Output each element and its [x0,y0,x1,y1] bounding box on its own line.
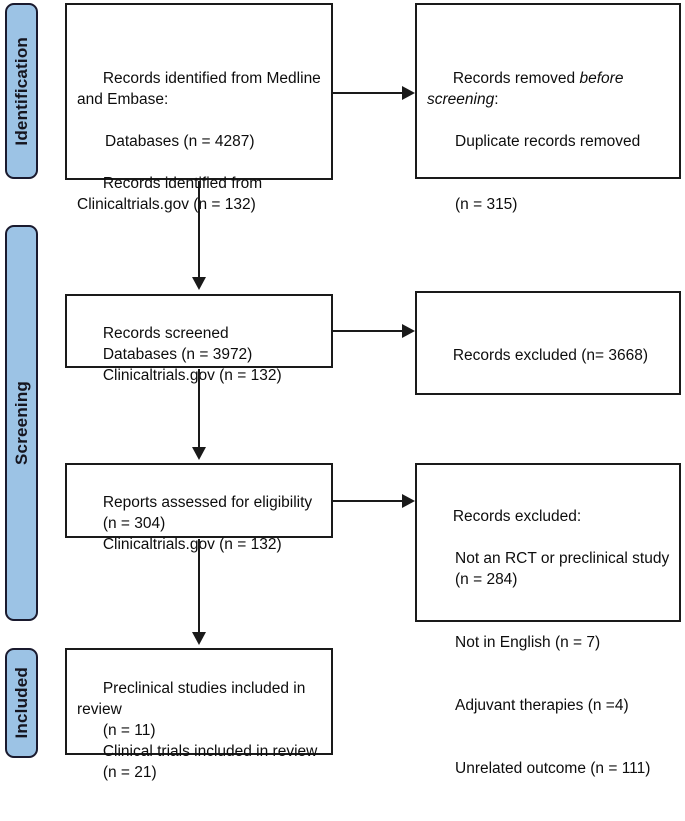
box-records-excluded-eligibility: Records excluded: Not an RCT or preclini… [415,463,681,777]
included-studies-line2: (n = 11) [102,722,156,739]
box-reports-assessed: Reports assessed for eligibility (n = 30… [65,463,333,553]
records-screened-line2: Databases (n = 3972) [102,346,253,363]
connector-screened-to-excluded [333,330,405,332]
included-studies-line1: Preclinical studies included in review [77,680,310,718]
box-records-excluded-eligibility-text: Records excluded: Not an RCT or preclini… [427,485,673,821]
reports-assessed-line2: (n = 304) [102,515,166,532]
box-records-excluded-screening: Records excluded (n= 3668) [415,291,681,395]
box-records-removed-text: Records removed before screening: Duplic… [427,47,673,257]
arrowhead-screened-to-assessed [192,447,206,460]
connector-assessed-to-excluded [333,500,405,502]
records-removed-line1-italic: before screening [427,70,628,108]
arrowhead-identified-to-removed [402,86,415,100]
records-removed-line1-prefix: Records removed [452,70,580,87]
records-identified-line2: Databases (n = 4287) [105,133,255,150]
records-excluded-eligibility-reason2: Not in English (n = 7) [455,634,601,651]
records-excluded-eligibility-reason3: Adjuvant therapies (n =4) [455,697,629,714]
records-excluded-eligibility-heading: Records excluded: [452,508,582,525]
arrowhead-assessed-to-excluded [402,494,415,508]
records-removed-line1-suffix: : [494,91,499,108]
box-included-studies-text: Preclinical studies included in review (… [77,657,325,804]
arrowhead-identified-to-screened [192,277,206,290]
included-studies-line4: (n = 21) [102,764,157,781]
records-identified-line3: Records identified from Clinicaltrials.g… [77,175,267,213]
records-identified-line1: Records identified from Medline and Emba… [77,70,326,108]
box-included-studies: Preclinical studies included in review (… [65,648,333,781]
stage-bar-screening: Screening [5,225,38,621]
records-removed-line1: Records removed before screening: [427,70,628,108]
box-reports-assessed-text: Reports assessed for eligibility (n = 30… [77,471,325,576]
reports-assessed-line3: Clinicaltrials.gov (n = 132) [102,536,282,553]
arrowhead-assessed-to-included [192,632,206,645]
connector-identified-to-screened [198,181,200,279]
records-excluded-eligibility-reason1: Not an RCT or preclinical study (n = 284… [455,550,674,588]
records-screened-line3: Clinicaltrials.gov (n = 132) [102,367,282,384]
box-records-screened-text: Records screened Databases (n = 3972) Cl… [77,302,325,407]
prisma-flow-diagram: Identification Screening Included Record… [5,3,681,781]
stage-label-included: Included [11,667,31,739]
box-records-screened: Records screened Databases (n = 3972) Cl… [65,294,333,384]
box-records-removed-before-screening: Records removed before screening: Duplic… [415,3,681,213]
box-records-excluded-screening-text: Records excluded (n= 3668) [427,324,673,387]
connector-identified-to-removed [333,92,405,94]
box-records-identified-text: Records identified from Medline and Emba… [77,47,325,236]
stage-label-identification: Identification [11,36,31,146]
connector-assessed-to-included [198,539,200,634]
records-excluded-eligibility-reason4: Unrelated outcome (n = 111) [455,760,651,777]
connector-screened-to-assessed [198,369,200,449]
records-screened-line1: Records screened [102,325,229,342]
reports-assessed-line1: Reports assessed for eligibility [102,494,313,511]
box-records-identified: Records identified from Medline and Emba… [65,3,333,213]
stage-bar-included: Included [5,648,38,758]
arrowhead-screened-to-excluded [402,324,415,338]
records-removed-line2: Duplicate records removed [455,133,641,150]
records-excluded-screening-line1: Records excluded (n= 3668) [452,347,649,364]
stage-bar-identification: Identification [5,3,38,179]
included-studies-line3: Clinical trials included in review [102,743,318,760]
records-removed-line3: (n = 315) [455,196,518,213]
stage-label-screening: Screening [11,381,31,465]
